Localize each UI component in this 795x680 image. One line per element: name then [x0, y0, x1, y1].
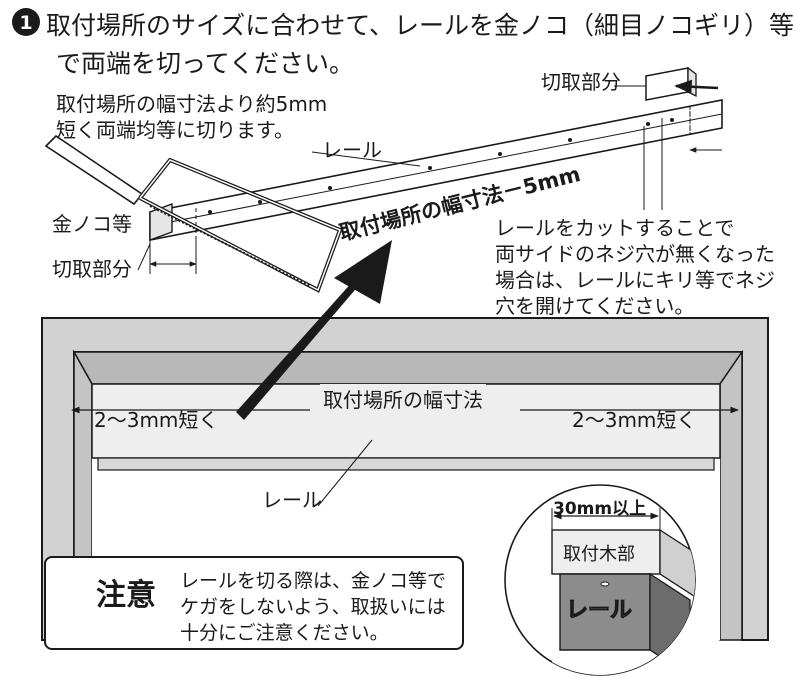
caution-line2: ケガをしないよう、取扱いには	[180, 596, 446, 618]
mounting-width-label: 取付場所の幅寸法	[320, 384, 486, 413]
detail-rail-label: レール	[565, 598, 633, 624]
detail-circle	[504, 484, 696, 676]
cut-part-label-right: 切取部分	[541, 70, 621, 94]
detail-wood-label: 取付木部	[563, 544, 635, 565]
svg-text:1: 1	[19, 12, 32, 34]
cut-piece-left	[137, 236, 197, 274]
rail-label-bottom: レール	[262, 488, 322, 512]
cut-note-line2: 短く両端均等に切ります。	[56, 118, 294, 142]
hole-note-line3: 場合は、レールにキリ等でネジ	[495, 268, 775, 292]
pointer-arrow	[236, 240, 392, 420]
caution-line3: 十分にご注意ください。	[180, 622, 389, 644]
hacksaw	[44, 134, 343, 293]
rail-label-top: レール	[322, 138, 382, 162]
hole-note-line1: レールをカットすることで	[495, 216, 735, 240]
caution-title: 注意	[96, 578, 156, 613]
detail-size-label: 30mm以上	[553, 499, 647, 519]
short-left-label: 2～3mm短く	[94, 408, 219, 432]
cut-piece-right	[614, 66, 723, 210]
short-right-label: 2～3mm短く	[572, 408, 697, 432]
step-title-line1: 取付場所のサイズに合わせて、レールを金ノコ（細目ノコギリ）等	[46, 11, 795, 40]
step-number-badge: 1	[12, 8, 40, 36]
cut-part-label-left: 切取部分	[52, 257, 132, 281]
caution-line1: レールを切る際は、金ノコ等で	[180, 570, 447, 592]
hole-note-line2: 両サイドのネジ穴が無くなった	[495, 242, 775, 266]
saw-label: 金ノコ等	[52, 212, 132, 236]
rail-installed	[71, 383, 739, 507]
caution-box: 注意 レールを切る際は、金ノコ等で ケガをしないよう、取扱いには 十分にご注意く…	[44, 556, 464, 650]
cut-note-line1: 取付場所の幅寸法より約5mm	[56, 92, 328, 116]
hole-note-line4: 穴を開けてください。	[495, 294, 695, 318]
step-title-line2: で両端を切ってください。	[56, 49, 355, 78]
